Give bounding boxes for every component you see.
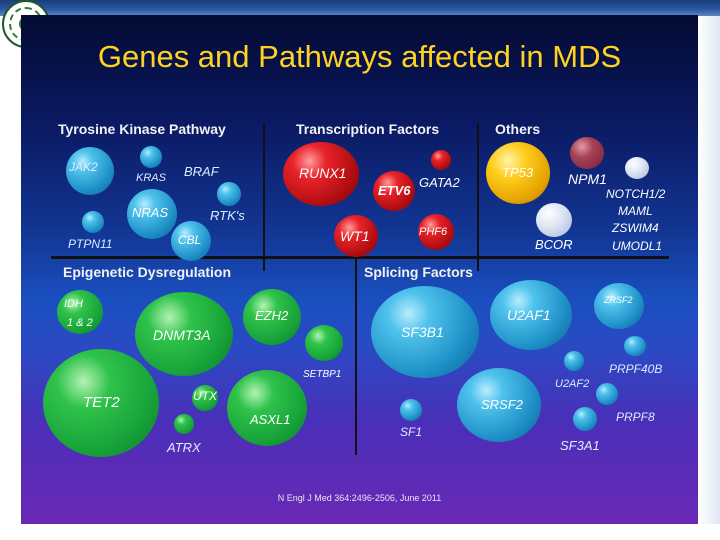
bubble-ezh2	[243, 289, 301, 345]
bubble-kras	[140, 146, 162, 168]
bubble-zrsf2	[594, 283, 644, 329]
slide-title: Genes and Pathways affected in MDS	[97, 39, 622, 74]
bubble-nras	[127, 189, 177, 239]
label-sf1: SF1	[400, 425, 423, 439]
bubble-npm1	[570, 137, 604, 169]
label-setbp1: SETBP1	[303, 369, 342, 380]
label-jak2: JAK2	[69, 160, 98, 174]
label-prpf40b: PRPF40B	[609, 362, 663, 376]
label-utx: UTX	[193, 389, 217, 403]
label-u2af2: U2AF2	[555, 378, 590, 390]
label-u2af1: U2AF1	[507, 307, 551, 323]
bubble-utx	[192, 385, 218, 411]
label-nras: NRAS	[132, 205, 169, 220]
bubble-notch	[625, 157, 649, 179]
label-notch: NOTCH1/2	[606, 187, 666, 201]
label-wt1: WT1	[340, 228, 370, 244]
divider-tf-others	[477, 123, 479, 271]
heading-splicing: Splicing Factors	[364, 264, 473, 280]
heading-others: Others	[495, 121, 541, 137]
bubble-u2af2	[564, 351, 584, 371]
bubble-bcor	[536, 203, 572, 237]
bubble-sf3b1	[371, 286, 479, 378]
label-srsf2: SRSF2	[481, 397, 523, 412]
label-braf: BRAF	[184, 164, 219, 179]
heading-transcription-factors: Transcription Factors	[296, 121, 440, 137]
bubble-prpf8	[596, 383, 618, 405]
bubble-idh	[57, 290, 103, 334]
label-asxl1: ASXL1	[250, 412, 291, 427]
top-header-bar	[0, 0, 720, 16]
bubble-runx1	[283, 142, 359, 206]
label-sf3b1: SF3B1	[401, 324, 444, 340]
label-bcor: BCOR	[535, 237, 573, 252]
label-ezh2: EZH2	[255, 308, 289, 323]
bubble-phf6	[418, 214, 454, 250]
bubble-asxl1	[227, 370, 307, 446]
divider-epi-splicing	[355, 257, 357, 455]
bubble-cbl	[171, 221, 211, 261]
label-sf3a1: SF3A1	[560, 438, 600, 453]
label-ptpn11: PTPN11	[68, 237, 113, 251]
label-idh-1-2: 1 & 2	[67, 317, 93, 329]
bubble-sf1	[400, 399, 422, 421]
divider-tk-tf	[263, 123, 265, 271]
bubble-atrx	[174, 414, 194, 434]
label-cbl: CBL	[178, 233, 202, 247]
bubble-tp53	[486, 142, 550, 204]
label-gata2: GATA2	[419, 175, 460, 190]
bubble-gata2	[431, 150, 451, 170]
label-umodl1: UMODL1	[612, 239, 663, 253]
heading-tyrosine-kinase: Tyrosine Kinase Pathway	[58, 121, 226, 137]
label-tp53: TP53	[502, 165, 534, 180]
label-prpf8: PRPF8	[616, 410, 655, 424]
label-maml: MAML	[618, 204, 653, 218]
label-dnmt3a: DNMT3A	[153, 327, 211, 343]
label-phf6: PHF6	[419, 226, 448, 238]
label-kras: KRAS	[136, 172, 166, 184]
divider-horizontal	[51, 256, 669, 259]
label-tet2: TET2	[83, 394, 120, 411]
bubble-jak2	[66, 147, 114, 195]
citation: N Engl J Med 364:2496-2506, June 2011	[277, 493, 442, 503]
label-zrsf2: ZRSF2	[604, 295, 633, 305]
bubble-dnmt3a	[135, 292, 233, 376]
bubble-tet2	[43, 349, 159, 457]
bubble-ptpn11	[82, 211, 104, 233]
label-etv6: ETV6	[378, 183, 411, 198]
bubble-u2af1	[490, 280, 572, 350]
label-idh: IDH	[64, 298, 83, 310]
heading-epigenetic: Epigenetic Dysregulation	[63, 264, 232, 280]
label-rtks: RTK's	[210, 208, 245, 223]
bubble-etv6	[373, 171, 415, 211]
label-zswim4: ZSWIM4	[612, 221, 659, 235]
bubble-prpf40b	[624, 336, 646, 356]
label-atrx: ATRX	[167, 440, 201, 455]
bubble-wt1	[334, 215, 378, 257]
bubble-setbp1	[305, 325, 343, 361]
label-npm1: NPM1	[568, 171, 607, 187]
bubble-srsf2	[457, 368, 541, 442]
slide-margin	[698, 16, 720, 524]
bubble-sf3a1	[573, 407, 597, 431]
bubble-rtks	[217, 182, 241, 206]
label-runx1: RUNX1	[299, 165, 347, 181]
slide-canvas: Genes and Pathways affected in MDS Tyros…	[21, 15, 698, 524]
